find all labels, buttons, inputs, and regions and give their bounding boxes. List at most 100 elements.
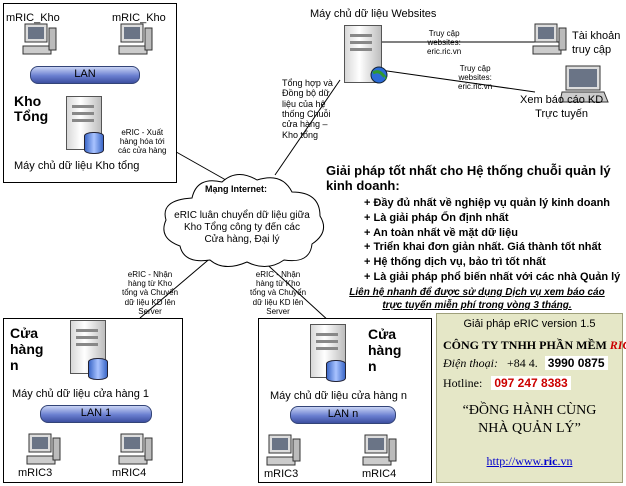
note-line: Trực tuyến: [535, 107, 588, 120]
note-line: eRIC - Nhận: [255, 270, 301, 279]
solution-item: + Đầy đủ nhất về nghiệp vụ quản lý kinh …: [364, 196, 611, 209]
database-icon: [88, 358, 108, 380]
note-line: hàng từ Kho: [255, 279, 301, 289]
solution-title: Giải pháp tốt nhất cho Hệ thống chuỗi qu…: [326, 163, 624, 194]
computer-icon: [362, 434, 397, 466]
title-line: n: [368, 358, 377, 375]
store-left-server-caption: Máy chủ dữ liệu cửa hàng 1: [12, 388, 150, 400]
note-line: liệu của hệ: [282, 98, 326, 109]
note-line: eric.ric.vn: [458, 82, 493, 92]
store-right-lan-label: LAN n: [327, 408, 359, 420]
web-server-caption: Máy chủ dữ liệu Websites: [310, 8, 437, 20]
version-label: Giải pháp eRIC version 1.5: [463, 318, 596, 330]
title-line: Cửa: [10, 325, 39, 341]
url-brand: ric: [543, 454, 558, 468]
slogan: “ĐỒNG HÀNH CÙNG NHÀ QUẢN LÝ”: [437, 402, 622, 438]
company-name: CÔNG TY TNHH PHẦN MỀM RIC: [443, 338, 626, 353]
note-line: eRIC luân chuyển dữ liệu giữa: [174, 210, 310, 221]
note-line: eRIC - Xuất: [121, 128, 164, 137]
phone-prefix: +84 4.: [507, 356, 538, 370]
slogan-line: NHÀ QUẢN LÝ”: [478, 421, 581, 437]
kho-pc-left-label: mRIC_Kho: [6, 12, 60, 24]
web-access-note-1: Truy cập websites: eric.ric.vn: [427, 29, 461, 57]
internet-title: Mạng Internet:: [205, 184, 267, 194]
note-line: Tài khoản: [572, 30, 621, 42]
note-line: Cửa hàng, Đại lý: [204, 234, 280, 245]
store-left-note: eRIC - Nhận hàng từ Kho tổng và Chuyển d…: [122, 270, 178, 316]
store-right-note: eRIC - Nhận hàng từ Kho tổng và Chuyển d…: [250, 270, 306, 316]
solution-item: + Triển khai đơn giản nhất. Giá thành tố…: [364, 241, 602, 254]
solution-list: + Đầy đủ nhất về nghiệp vụ quản lý kinh …: [364, 196, 624, 285]
note-line: cửa hàng –: [282, 119, 328, 130]
note-line: Kho Tổng công ty đến các: [183, 222, 300, 233]
computer-icon: [26, 433, 61, 465]
note-line: truy cập: [572, 43, 612, 56]
kho-server-caption: Máy chủ dữ liệu Kho tổng: [14, 160, 140, 172]
note-line: Server: [138, 306, 162, 316]
kho-title-line: Kho: [14, 93, 42, 109]
note-line: eric.ric.vn: [427, 47, 462, 57]
note-line: websites:: [427, 38, 461, 48]
solution-block: Giải pháp tốt nhất cho Hệ thống chuỗi qu…: [326, 163, 624, 285]
company-name-prefix: CÔNG TY TNHH PHẦN MỀM: [443, 338, 610, 352]
web-access-note-2: Truy cập websites: eric.ric.vn: [458, 64, 492, 92]
note-line: Truy cập: [459, 64, 491, 73]
kho-lan-label: LAN: [74, 68, 96, 80]
store-left-lan-label: LAN 1: [80, 407, 112, 419]
title-line: hàng: [368, 342, 402, 359]
contact-note: Liên hệ nhanh để được sử dụng Dịch vụ xe…: [332, 286, 622, 312]
note-line: tổng và Chuyển: [122, 288, 179, 298]
store-right-server-caption: Máy chủ dữ liệu cửa hàng n: [270, 390, 408, 402]
title-line: Giải pháp tốt nhất cho Hệ thống chuỗi qu…: [326, 163, 611, 178]
solution-item: + Là giải pháp phổ biến nhất với các nhà…: [364, 271, 621, 284]
kho-pc-right-label: mRIC_Kho: [112, 12, 166, 24]
database-icon: [326, 360, 346, 382]
phone-label: Điện thoại:: [443, 356, 498, 370]
title-line: n: [10, 357, 19, 374]
url-suffix: .vn: [557, 454, 573, 468]
phone-row: Điện thoại: +84 4. 3990 0875: [443, 356, 608, 371]
store-left-pc-left-label: mRIC3: [18, 467, 53, 479]
solution-item: + An toàn nhất về mặt dữ liệu: [364, 226, 518, 239]
kho-lan-bus: LAN: [30, 66, 140, 84]
computer-icon: [118, 23, 153, 55]
note-line: hàng hóa tới: [119, 137, 165, 147]
slogan-line: “ĐỒNG HÀNH CÙNG: [462, 403, 597, 418]
web-sync-note: Tổng hợp và Đồng bộ dữ liệu của hệ thống…: [282, 78, 333, 140]
store-right-lan-bus: LAN n: [290, 406, 396, 424]
title-line: Cửa: [368, 326, 397, 342]
note-line: tổng và Chuyển: [250, 288, 307, 298]
store-right-title: Cửa hàng n: [368, 326, 401, 374]
note-line: Xem báo cáo KD: [520, 94, 604, 106]
kho-export-note: eRIC - Xuất hàng hóa tới các cửa hàng: [118, 128, 167, 156]
note-line: hàng từ Kho: [127, 279, 173, 289]
kho-title-line: Tổng: [14, 108, 49, 125]
hotline-label: Hotline:: [443, 376, 483, 390]
note-line: websites:: [458, 73, 492, 83]
note-line: Server: [266, 306, 290, 316]
title-line: hàng: [10, 341, 44, 358]
hotline-number: 097 247 8383: [491, 376, 571, 390]
web-account-label: Tài khoản truy cập: [572, 30, 620, 58]
note-line: Đồng bộ dữ: [282, 88, 330, 99]
kho-title: Kho Tổng: [14, 93, 49, 125]
computer-icon: [532, 23, 567, 55]
globe-icon: [370, 66, 388, 84]
phone-number: 3990 0875: [544, 356, 608, 370]
note-line: trực tuyến miễn phí trong vòng 3 tháng.: [382, 300, 572, 311]
computer-icon: [22, 23, 57, 55]
store-right-pc-left-label: mRIC3: [264, 468, 299, 480]
web-report-label: Xem báo cáo KD Trực tuyến: [520, 94, 603, 122]
company-brand: RIC: [609, 338, 626, 352]
note-line: Truy cập: [428, 29, 460, 38]
computer-icon: [118, 433, 153, 465]
note-line: Tổng hợp và: [282, 78, 333, 88]
note-line: thống Chuỗi: [282, 109, 331, 120]
computer-icon: [266, 434, 301, 466]
website-link[interactable]: http://www.ric.vn: [437, 454, 622, 469]
internet-body: eRIC luân chuyển dữ liệu giữa Kho Tổng c…: [172, 210, 312, 246]
store-left-title: Cửa hàng n: [10, 325, 43, 373]
store-left-pc-right-label: mRIC4: [112, 467, 147, 479]
note-line: eRIC - Nhận: [127, 270, 173, 279]
company-panel: Giải pháp eRIC version 1.5 CÔNG TY TNHH …: [436, 313, 626, 483]
